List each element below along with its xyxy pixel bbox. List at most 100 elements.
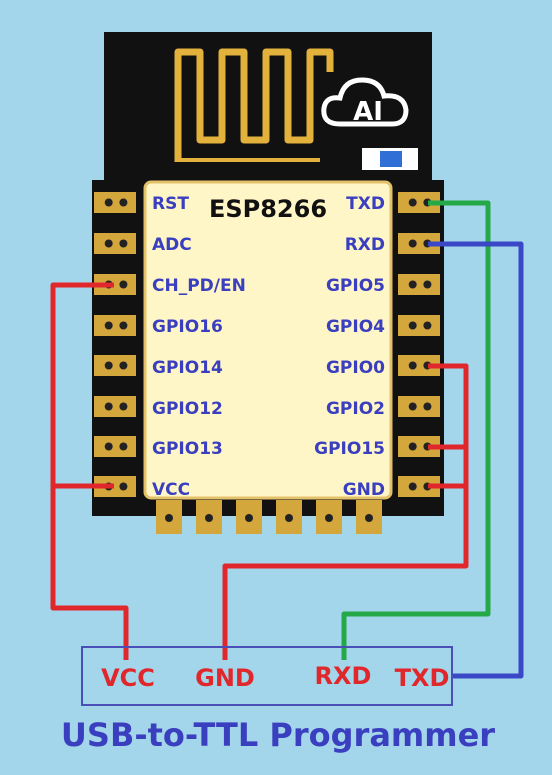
left-pin-labels: RST ADC CH_PD/EN GPIO16 GPIO14 GPIO12 GP… [152, 194, 246, 500]
pad-right-5 [398, 396, 440, 417]
pad-right-2 [398, 274, 440, 295]
pad-bottom-2 [236, 500, 262, 534]
pad-left-5-hole-b [119, 402, 128, 411]
pad-right-5-hole-a [408, 402, 417, 411]
pad-right-4-hole-a [408, 361, 417, 370]
pad-right-2-body [398, 274, 440, 295]
pin-label-rst: RST [152, 194, 189, 214]
pad-left-5 [94, 396, 136, 417]
wire-txd-to-rxd [341, 200, 491, 660]
pad-right-7-hole-a [408, 482, 417, 491]
pad-right-2-hole-b [423, 280, 432, 289]
pad-left-1 [94, 233, 136, 254]
programmer-pin-txd: TXD [395, 664, 450, 692]
left-pad-column [94, 192, 136, 497]
pad-left-3 [94, 315, 136, 336]
pin-label-gpio13: GPIO13 [152, 439, 223, 459]
programmer-pin-vcc: VCC [101, 664, 155, 692]
pad-right-1-body [398, 233, 440, 254]
pad-left-0-hole-b [119, 198, 128, 207]
wire-rxd-to-txd [428, 241, 524, 679]
pin-label-gpio5: GPIO5 [326, 276, 385, 296]
pad-bottom-4 [316, 500, 342, 534]
pad-bottom-2-hole [245, 514, 253, 522]
pad-right-3-body [398, 315, 440, 336]
pcb-antenna [174, 48, 334, 162]
pad-right-0-body [398, 192, 440, 213]
pin-label-gpio2: GPIO2 [326, 399, 385, 419]
pad-right-3-hole-b [423, 321, 432, 330]
pad-right-3 [398, 315, 440, 336]
pad-right-6 [398, 436, 440, 457]
module-shield [143, 180, 393, 500]
pad-left-2-hole-b [119, 280, 128, 289]
pad-left-6-hole-b [119, 442, 128, 451]
pad-right-6-body [398, 436, 440, 457]
pad-bottom-5 [356, 500, 382, 534]
pad-left-7-body [94, 476, 136, 497]
pad-bottom-3-hole [285, 514, 293, 522]
pad-left-0-hole-a [104, 198, 113, 207]
wire-ch-pd-to-vcc [50, 282, 129, 660]
cloud-icon [321, 77, 409, 127]
pad-left-2-body [94, 274, 136, 295]
pad-bottom-1 [196, 500, 222, 534]
pin-label-gpio4: GPIO4 [326, 317, 385, 337]
pad-left-3-body [94, 315, 136, 336]
pad-left-4 [94, 355, 136, 376]
pad-bottom-1-hole [205, 514, 213, 522]
pad-right-2-hole-a [408, 280, 417, 289]
pin-label-vcc: VCC [152, 480, 190, 500]
right-pad-column [398, 192, 440, 497]
pad-right-6-hole-a [408, 442, 417, 451]
pin-label-gnd: GND [343, 480, 385, 500]
programmer-pin-rxd: RXD [315, 662, 372, 690]
pad-right-0-hole-a [408, 198, 417, 207]
pad-left-5-hole-a [104, 402, 113, 411]
right-pin-labels: TXD RXD GPIO5 GPIO4 GPIO0 GPIO2 GPIO15 G… [314, 194, 385, 500]
pad-right-1-hole-a [408, 239, 417, 248]
pad-left-4-body [94, 355, 136, 376]
pin-label-gpio12: GPIO12 [152, 399, 223, 419]
pad-left-4-hole-a [104, 361, 113, 370]
pin-label-gpio15: GPIO15 [314, 439, 385, 459]
pad-left-6 [94, 436, 136, 457]
module-title: ESP8266 [209, 195, 327, 223]
pad-left-6-body [94, 436, 136, 457]
pad-bottom-0 [156, 500, 182, 534]
pad-left-0-body [94, 192, 136, 213]
pad-right-5-body [398, 396, 440, 417]
module-logo-text: AI [353, 97, 383, 127]
pad-right-7-body [398, 476, 440, 497]
pad-bottom-4-hole [325, 514, 333, 522]
pad-right-0 [398, 192, 440, 213]
pad-left-0 [94, 192, 136, 213]
pad-right-5-hole-b [423, 402, 432, 411]
pin-label-ch-pd: CH_PD/EN [152, 276, 246, 296]
programmer-pin-gnd: GND [195, 664, 255, 692]
pad-bottom-3 [276, 500, 302, 534]
wire-gpio0-to-gnd [222, 363, 469, 660]
bottom-pad-row [156, 500, 382, 534]
pad-left-5-body [94, 396, 136, 417]
pad-left-1-hole-a [104, 239, 113, 248]
pad-left-3-hole-a [104, 321, 113, 330]
pin-label-gpio14: GPIO14 [152, 358, 223, 378]
led-indicator [380, 151, 402, 167]
pad-bottom-0-hole [165, 514, 173, 522]
pad-left-1-hole-b [119, 239, 128, 248]
pad-left-4-hole-b [119, 361, 128, 370]
pin-label-gpio16: GPIO16 [152, 317, 223, 337]
pin-label-adc: ADC [152, 235, 192, 255]
pad-left-6-hole-a [104, 442, 113, 451]
pad-right-3-hole-a [408, 321, 417, 330]
pad-left-1-body [94, 233, 136, 254]
pin-label-txd: TXD [346, 194, 385, 214]
programmer-title: USB-to-TTL Programmer [61, 716, 495, 754]
pin-label-gpio0: GPIO0 [326, 358, 385, 378]
pin-label-rxd: RXD [345, 235, 385, 255]
pad-bottom-5-hole [365, 514, 373, 522]
pad-right-4-body [398, 355, 440, 376]
